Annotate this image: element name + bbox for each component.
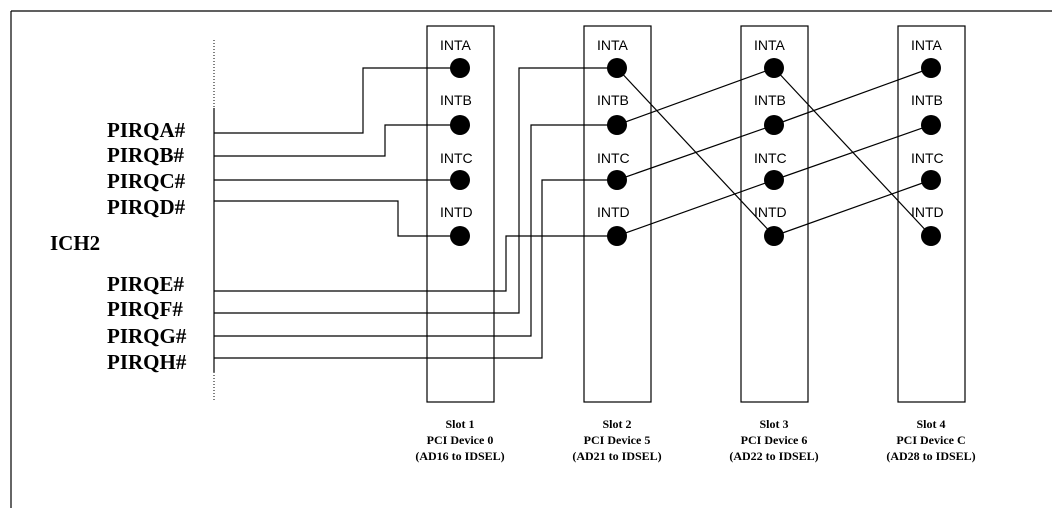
slot-4-caption-idsel: (AD28 to IDSEL) [886,449,975,463]
slot-3-inta-dot [764,58,784,78]
slot-2-caption-idsel: (AD21 to IDSEL) [572,449,661,463]
wire-slot3-intb-slot4-inta [773,67,932,126]
wire-pirqd-slot1-intd [214,200,460,237]
slot-4-intb-dot [921,115,941,135]
wire-slot3-intd-slot4-intc [773,179,932,237]
slot-1-intd-dot [450,226,470,246]
pirq-label-h: PIRQH# [107,350,187,374]
slot-captions: Slot 1 PCI Device 0 (AD16 to IDSEL) Slot… [415,417,975,463]
wire-slot2-intb-slot3-inta [616,67,775,126]
slot-2-inta-dot [607,58,627,78]
slot-1-caption-idsel: (AD16 to IDSEL) [415,449,504,463]
slot-2-caption-device: PCI Device 5 [584,433,651,447]
slot-2-intc-dot [607,170,627,190]
slot-4-intc-dot [921,170,941,190]
wire-pirqg-slot2-intb [214,124,617,337]
slot-2-pin-intc-label: INTC [597,150,630,166]
slot-2-pin-intd-label: INTD [597,204,630,220]
slot-3-intc-dot [764,170,784,190]
wire-slot2-intc-slot3-intb [616,124,775,181]
slot-3-caption-device: PCI Device 6 [741,433,808,447]
slot-1-caption-name: Slot 1 [445,417,474,431]
slot-2-box [583,25,652,403]
wire-pirqf-slot2-inta [214,67,617,314]
pin-dots [450,58,941,246]
slot-3-box [740,25,809,403]
slot-3-pin-intc-label: INTC [754,150,787,166]
wire-pirqh-slot2-intc [214,179,617,359]
slot-3-pin-intb-label: INTB [754,92,786,108]
slot-2-pin-intb-label: INTB [597,92,629,108]
slot-4-pin-inta-label: INTA [911,37,943,53]
pin-labels: INTA INTB INTC INTD INTA INTB INTC INTD … [440,37,944,220]
slot-1-pin-inta-label: INTA [440,37,472,53]
slot-3-caption-name: Slot 3 [759,417,788,431]
wire-slot2-intd-slot3-intc [616,179,775,237]
wire-pirqe-slot2-intd [214,235,617,292]
slot-2-intb-dot [607,115,627,135]
slot-2-pin-inta-label: INTA [597,37,629,53]
slot-3-pin-intd-label: INTD [754,204,787,220]
slot-1-pin-intd-label: INTD [440,204,473,220]
pirq-label-f: PIRQF# [107,297,183,321]
pirq-label-a: PIRQA# [107,118,186,142]
pirq-label-b: PIRQB# [107,143,185,167]
slot-boxes [426,25,966,403]
slot-1-inta-dot [450,58,470,78]
slot-4-pin-intc-label: INTC [911,150,944,166]
slot-2-caption-name: Slot 2 [602,417,631,431]
slot-4-caption-device: PCI Device C [896,433,965,447]
ich2-label: ICH2 [50,231,100,255]
slot-2-intd-dot [607,226,627,246]
pirq-label-g: PIRQG# [107,324,187,348]
slot-3-pin-inta-label: INTA [754,37,786,53]
slot-1-box [426,25,495,403]
slot-3-caption-idsel: (AD22 to IDSEL) [729,449,818,463]
pirq-label-e: PIRQE# [107,272,185,296]
slot-1-caption-device: PCI Device 0 [427,433,494,447]
wire-pirqa-slot1-inta [214,67,460,134]
slot-1-pin-intb-label: INTB [440,92,472,108]
slot-1-pin-intc-label: INTC [440,150,473,166]
slot-3-intb-dot [764,115,784,135]
wire-slot3-intc-slot4-intb [773,124,932,181]
wires [214,67,932,359]
pirq-label-d: PIRQD# [107,195,186,219]
slot-4-pin-intd-label: INTD [911,204,944,220]
pirq-labels: PIRQA# PIRQB# PIRQC# PIRQD# PIRQE# PIRQF… [107,118,187,374]
slot-3-intd-dot [764,226,784,246]
pirq-label-c: PIRQC# [107,169,186,193]
slot-4-inta-dot [921,58,941,78]
wire-pirqb-slot1-intb [214,124,460,157]
slot-4-caption-name: Slot 4 [916,417,945,431]
slot-4-box [897,25,966,403]
slot-4-pin-intb-label: INTB [911,92,943,108]
slot-4-intd-dot [921,226,941,246]
slot-1-intc-dot [450,170,470,190]
slot-1-intb-dot [450,115,470,135]
